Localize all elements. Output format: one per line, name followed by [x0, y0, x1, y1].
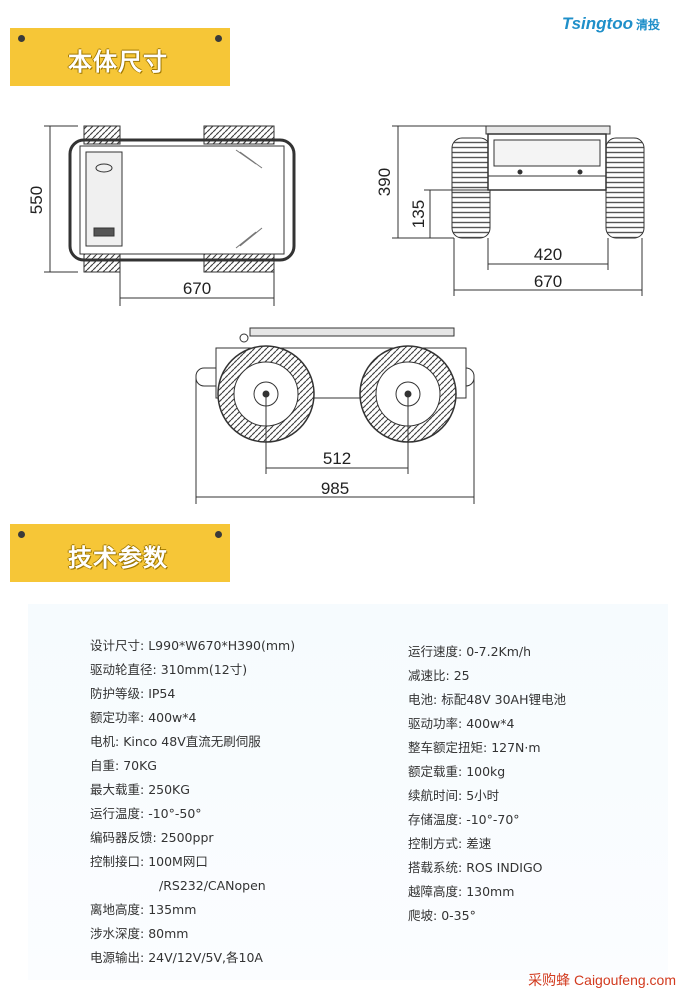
- specs-right-column: 运行速度: 0-7.2Km/h 减速比: 25 电池: 标配48V 30AH锂电…: [408, 640, 566, 928]
- spec-row: 驱动轮直径: 310mm(12寸): [90, 662, 248, 677]
- logo-cn-text: 清投: [635, 18, 660, 32]
- spec-row: 电机: Kinco 48V直流无刷伺服: [90, 734, 261, 749]
- spec-row: 防护等级: IP54: [90, 686, 176, 701]
- wheel-bl: [83, 253, 121, 273]
- spec-row: 减速比: 25: [408, 668, 470, 683]
- dim-side-wheelbase: 512: [323, 449, 351, 468]
- brand-logo: Tsingtoo 清投: [562, 14, 660, 34]
- spec-row: 编码器反馈: 2500ppr: [90, 830, 214, 845]
- panel-label: [93, 227, 115, 237]
- front-window: [493, 139, 601, 167]
- spec-row: 驱动功率: 400w*4: [408, 716, 515, 731]
- banner-pin-icon: [18, 35, 25, 42]
- top-view: [44, 125, 296, 306]
- site-watermark: 采购蜂 Caigoufeng.com: [528, 972, 676, 988]
- spec-row: 爬坡: 0-35°: [408, 908, 476, 923]
- spec-row: 设计尺寸: L990*W670*H390(mm): [90, 638, 296, 653]
- dim-top-height: 550: [27, 186, 46, 214]
- dim-front-width: 670: [534, 272, 562, 291]
- specs-banner: 技术参数: [10, 524, 230, 582]
- spec-row: 额定载重: 100kg: [408, 764, 506, 779]
- side-top-plate: [249, 327, 455, 337]
- wheel-right: [605, 137, 645, 239]
- spec-row: 电池: 标配48V 30AH锂电池: [408, 692, 566, 707]
- bumper-frame: [68, 138, 296, 262]
- specs-left-column: 设计尺寸: L990*W670*H390(mm) 驱动轮直径: 310mm(12…: [90, 634, 295, 970]
- spec-row: 整车额定扭矩: 127N·m: [408, 740, 541, 755]
- dim-side-length: 985: [321, 479, 349, 498]
- side-view: [195, 327, 475, 504]
- spec-row: 涉水深度: 80mm: [90, 926, 189, 941]
- spec-row: 续航时间: 5小时: [408, 788, 500, 803]
- spec-row: 电源输出: 24V/12V/5V,各10A: [90, 950, 263, 965]
- spec-row: 运行速度: 0-7.2Km/h: [408, 644, 532, 659]
- wheel-br: [203, 253, 275, 273]
- banner-pin-icon: [215, 35, 222, 42]
- spec-row: 额定功率: 400w*4: [90, 710, 197, 725]
- spec-row: 搭载系统: ROS INDIGO: [408, 860, 543, 875]
- dimension-drawings: 550 670 390 135 420 670: [27, 125, 645, 504]
- spec-row: 越障高度: 130mm: [408, 884, 515, 899]
- spec-row: 最大载重: 250KG: [90, 782, 190, 797]
- specs-title: 技术参数: [68, 544, 168, 572]
- spec-row: 存储温度: -10°-70°: [408, 812, 520, 827]
- spec-row: 运行温度: -10°-50°: [90, 806, 202, 821]
- dim-top-width: 670: [183, 279, 211, 298]
- dimensions-title: 本体尺寸: [68, 48, 168, 76]
- banner-pin-icon: [18, 531, 25, 538]
- dimensions-banner: 本体尺寸: [10, 28, 230, 86]
- spec-row: 控制接口: 100M网口: [90, 854, 208, 869]
- specs-panel: 设计尺寸: L990*W670*H390(mm) 驱动轮直径: 310mm(12…: [28, 604, 668, 980]
- spec-row: 离地高度: 135mm: [90, 902, 197, 917]
- spec-row: 自重: 70KG: [90, 758, 157, 773]
- spec-row: 控制方式: 差速: [408, 836, 492, 851]
- dim-front-height: 390: [375, 168, 394, 196]
- banner-pin-icon: [215, 531, 222, 538]
- dim-front-track: 420: [534, 245, 562, 264]
- top-plate: [485, 125, 611, 135]
- dim-front-clearance: 135: [409, 200, 428, 228]
- logo-text: Tsingtoo: [561, 14, 633, 33]
- panel-port: [95, 163, 113, 173]
- wheel-left: [451, 137, 491, 239]
- spec-row-continuation: /RS232/CANopen: [159, 878, 266, 893]
- front-view: [392, 125, 645, 296]
